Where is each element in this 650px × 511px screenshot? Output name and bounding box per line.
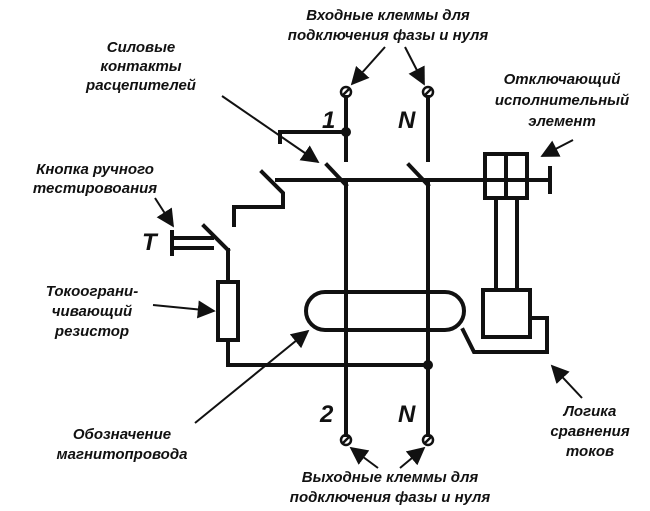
- svg-text:чивающий: чивающий: [52, 303, 132, 320]
- svg-text:исполнительный: исполнительный: [495, 92, 629, 109]
- arrow-resistor: [152, 300, 216, 319]
- svg-text:подключения фазы и нуля: подключения фазы и нуля: [290, 489, 491, 506]
- label-test-button: Кнопка ручного тестировоания: [33, 161, 157, 197]
- svg-text:элемент: элемент: [528, 113, 596, 130]
- input-phase-terminal: [339, 85, 353, 99]
- arrow-output-neutral: [399, 446, 426, 469]
- arrow-comparison-logic: [550, 364, 583, 399]
- svg-text:магнитопровода: магнитопровода: [57, 446, 188, 463]
- svg-text:контакты: контакты: [100, 58, 181, 75]
- neutral-junction-dot: [423, 360, 433, 370]
- output-phase-terminal: [339, 433, 353, 447]
- svg-text:Логика: Логика: [563, 403, 617, 420]
- svg-text:Токоограни-: Токоограни-: [46, 283, 138, 300]
- label-magnetic-core: Обозначение магнитопровода: [57, 426, 188, 463]
- arrow-output-phase: [349, 446, 379, 469]
- logic-feedback-wire: [460, 316, 549, 354]
- svg-text:Силовые: Силовые: [107, 39, 176, 56]
- arrow-test-button: [154, 197, 174, 228]
- svg-text:расцепителей: расцепителей: [85, 77, 196, 94]
- svg-text:Выходные клеммы для: Выходные клеммы для: [302, 469, 479, 486]
- mark-input-neutral: N: [398, 107, 416, 134]
- arrow-input-phase: [350, 46, 386, 86]
- label-trip-element: Отключающий исполнительный элемент: [495, 71, 629, 130]
- mark-output-neutral: N: [398, 401, 416, 428]
- svg-text:токов: токов: [566, 443, 614, 460]
- label-resistor: Токоограни- чивающий резистор: [46, 283, 138, 340]
- mark-input-phase: 1: [322, 107, 335, 134]
- arrow-trip-element: [540, 139, 574, 157]
- test-branch-top-wire: [278, 130, 348, 144]
- svg-text:тестировоания: тестировоания: [33, 180, 157, 197]
- svg-text:резистор: резистор: [54, 323, 129, 340]
- svg-text:Кнопка ручного: Кнопка ручного: [36, 161, 154, 178]
- svg-text:Входные клеммы для: Входные клеммы для: [306, 7, 470, 24]
- svg-text:Отключающий: Отключающий: [504, 71, 621, 88]
- current-limiting-resistor: [216, 280, 240, 342]
- svg-text:подключения фазы и нуля: подключения фазы и нуля: [288, 27, 489, 44]
- mark-test: T: [142, 229, 159, 256]
- magnetic-core: [304, 290, 466, 332]
- release-lever: [232, 169, 285, 227]
- arrow-input-neutral: [404, 46, 425, 86]
- arrow-power-contacts: [221, 95, 320, 164]
- comparison-logic-box: [481, 288, 532, 339]
- label-input-terminals: Входные клеммы для подключения фазы и ну…: [288, 7, 489, 44]
- svg-text:Обозначение: Обозначение: [73, 426, 171, 443]
- svg-text:сравнения: сравнения: [550, 423, 630, 440]
- label-output-terminals: Выходные клеммы для подключения фазы и н…: [290, 469, 491, 506]
- test-contact: [201, 223, 231, 253]
- label-comparison-logic: Логика сравнения токов: [550, 403, 630, 460]
- mark-output-phase: 2: [319, 401, 334, 428]
- arrow-magnetic-core: [194, 329, 310, 424]
- label-power-contacts: Силовые контакты расцепителей: [85, 39, 196, 94]
- output-neutral-terminal: [421, 433, 435, 447]
- resistor-to-neutral-wire: [226, 338, 430, 367]
- input-neutral-terminal: [421, 85, 435, 99]
